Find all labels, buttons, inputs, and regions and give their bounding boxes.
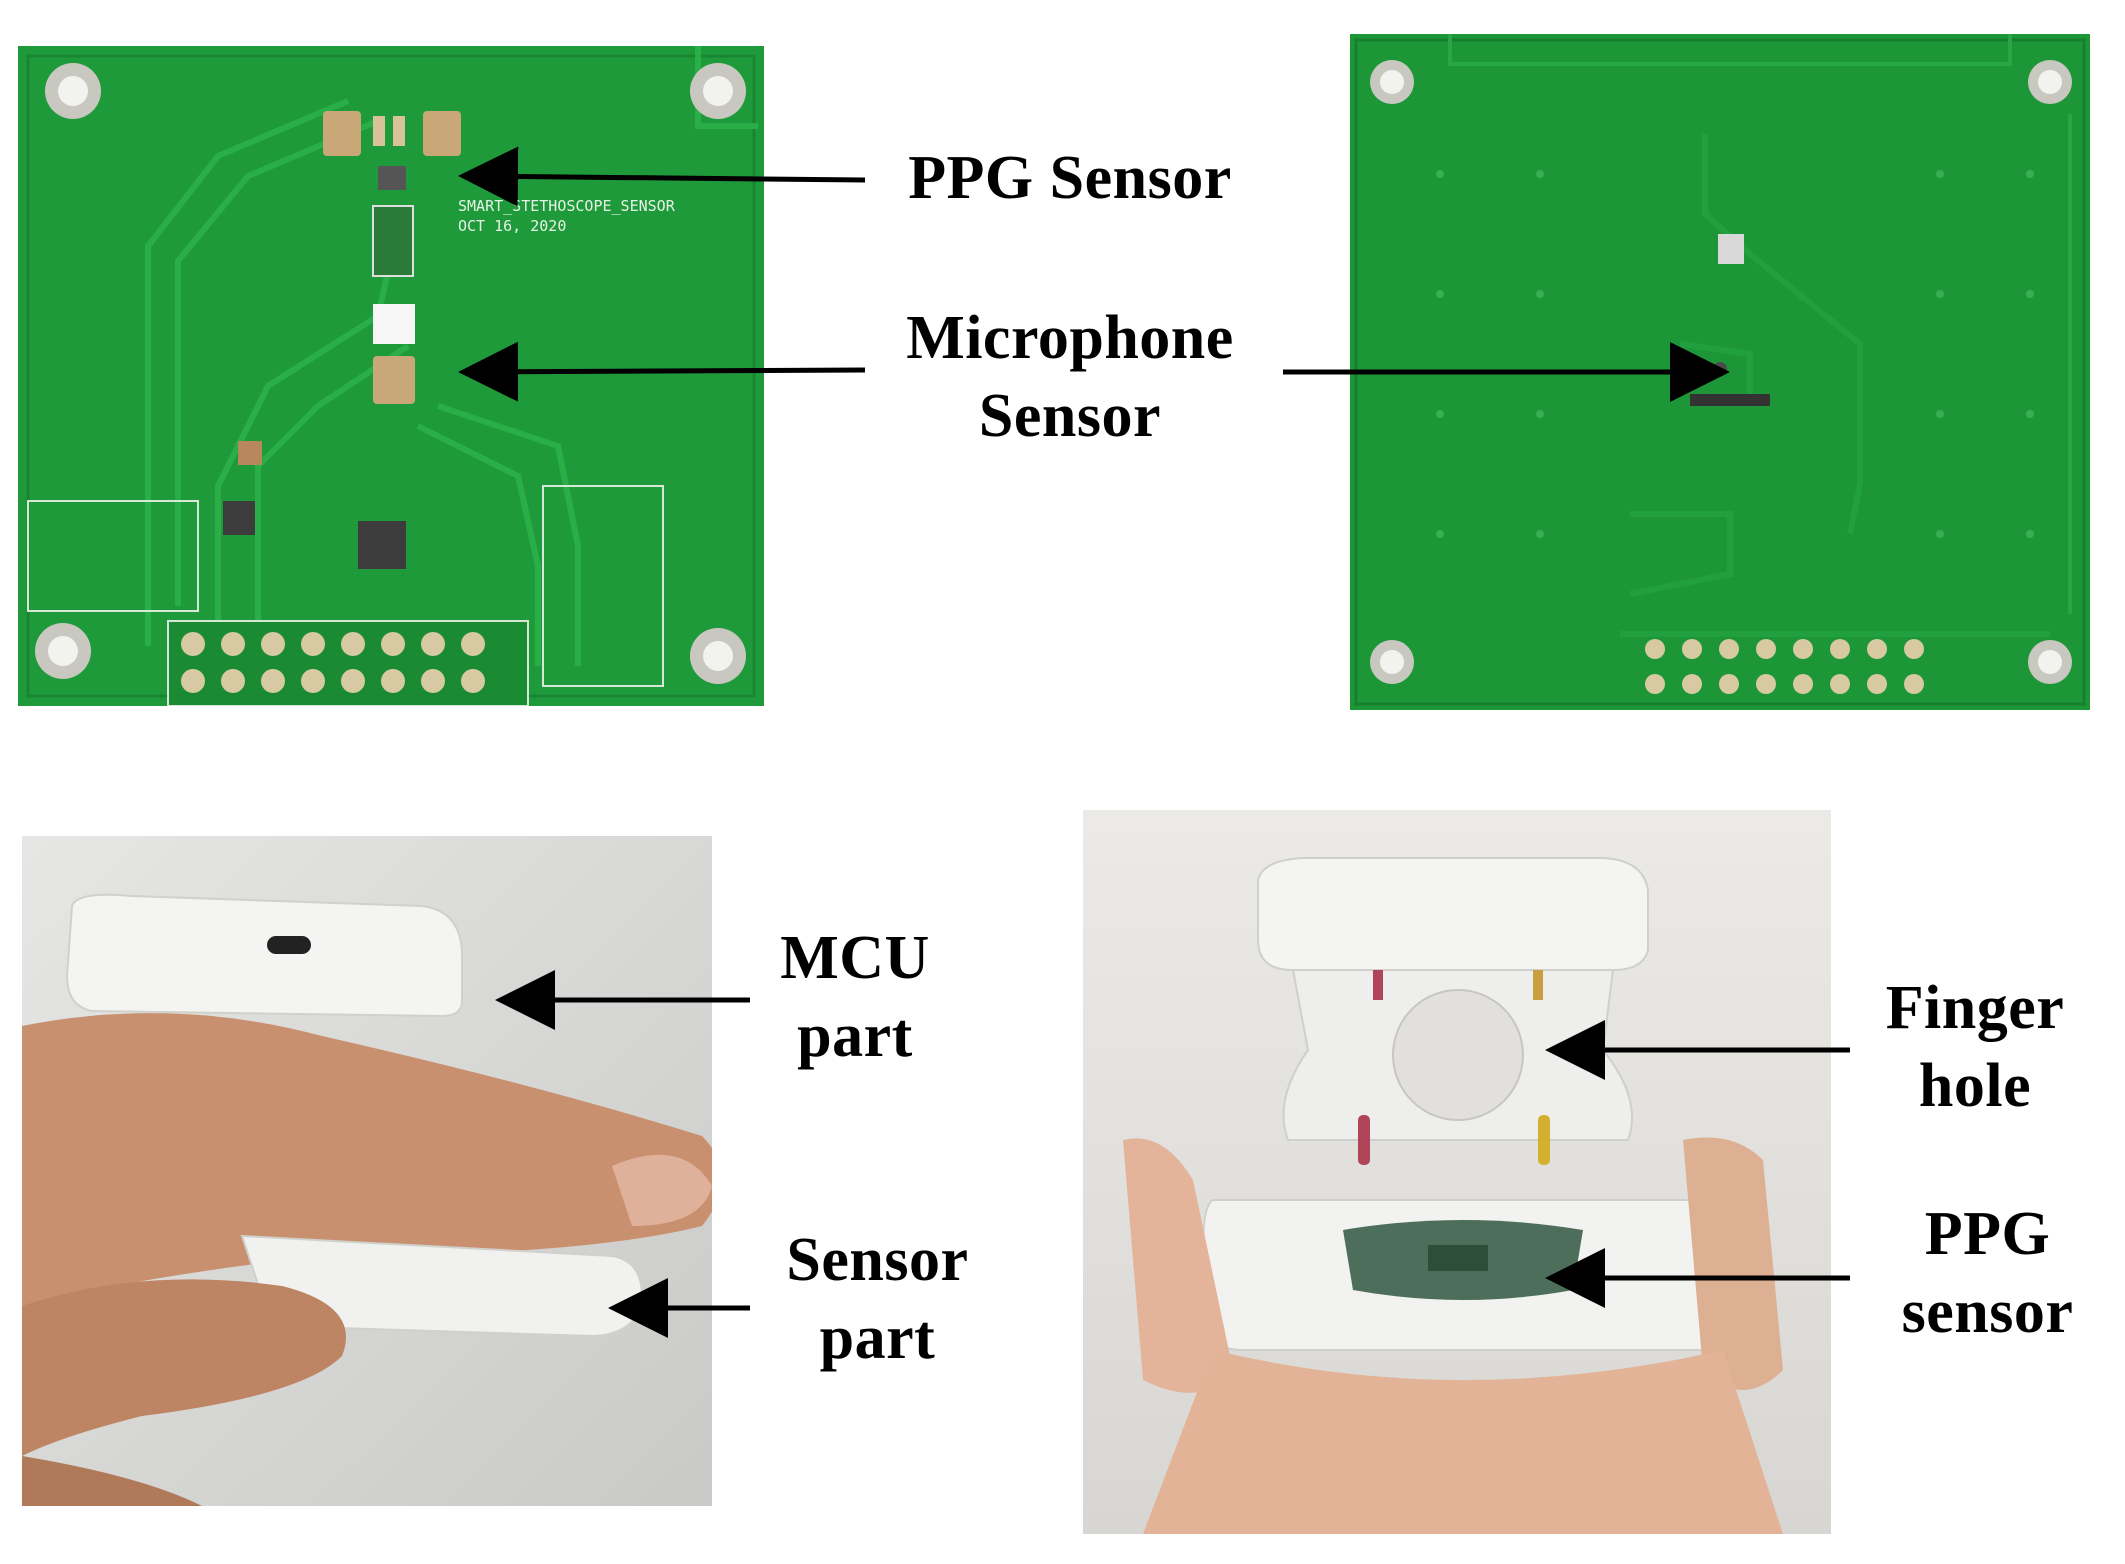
top-cap [1257,857,1649,971]
pcb-back-drawing [1350,34,2090,710]
header-pins [181,632,485,693]
label-ppg-sensor-top: PPG Sensor [908,144,1232,212]
ppg-sensor-chip [378,166,406,190]
hand-finger [1683,1137,1783,1390]
device-on-finger-photo [22,836,712,1506]
pcb-back-photo [1350,34,2090,710]
label-mcu-part: MCU part [780,924,930,1070]
finger [22,1013,712,1306]
label-ppg-sensor-bottom: PPG sensor [1901,1200,2074,1346]
pcb-front-drawing: SMART_STETHOSCOPE_SENSOR OCT 16, 2020 [18,46,764,706]
mcu-housing [65,893,463,1018]
thumb [22,1279,346,1456]
microphone-port [1713,362,1727,376]
component [1718,234,1744,264]
pcb-silkscreen-name: SMART_STETHOSCOPE_SENSOR [458,197,676,215]
pcb-front-photo: SMART_STETHOSCOPE_SENSOR OCT 16, 2020 [18,46,764,706]
device-open-drawing [1083,810,1831,1534]
device-on-finger-drawing [22,836,712,1506]
header-pins-back [1645,639,1924,694]
white-component [373,304,415,344]
pcb-silkscreen-date: OCT 16, 2020 [458,217,566,235]
capacitor [323,111,361,156]
finger-hole [1392,989,1524,1121]
mounting-holes-back [1370,60,2072,684]
device-open-photo [1083,810,1831,1534]
label-finger-hole: Finger hole [1885,974,2065,1120]
hand-palm [1143,1350,1783,1534]
microphone-sensor-chip [373,356,415,404]
hand-thumb [1123,1138,1233,1393]
usb-port [267,936,311,954]
mcu-chip [358,521,406,569]
label-sensor-part: Sensor part [786,1226,969,1372]
capacitor [423,111,461,156]
label-microphone-sensor: Microphone Sensor [906,304,1234,450]
mounting-holes [35,63,746,684]
